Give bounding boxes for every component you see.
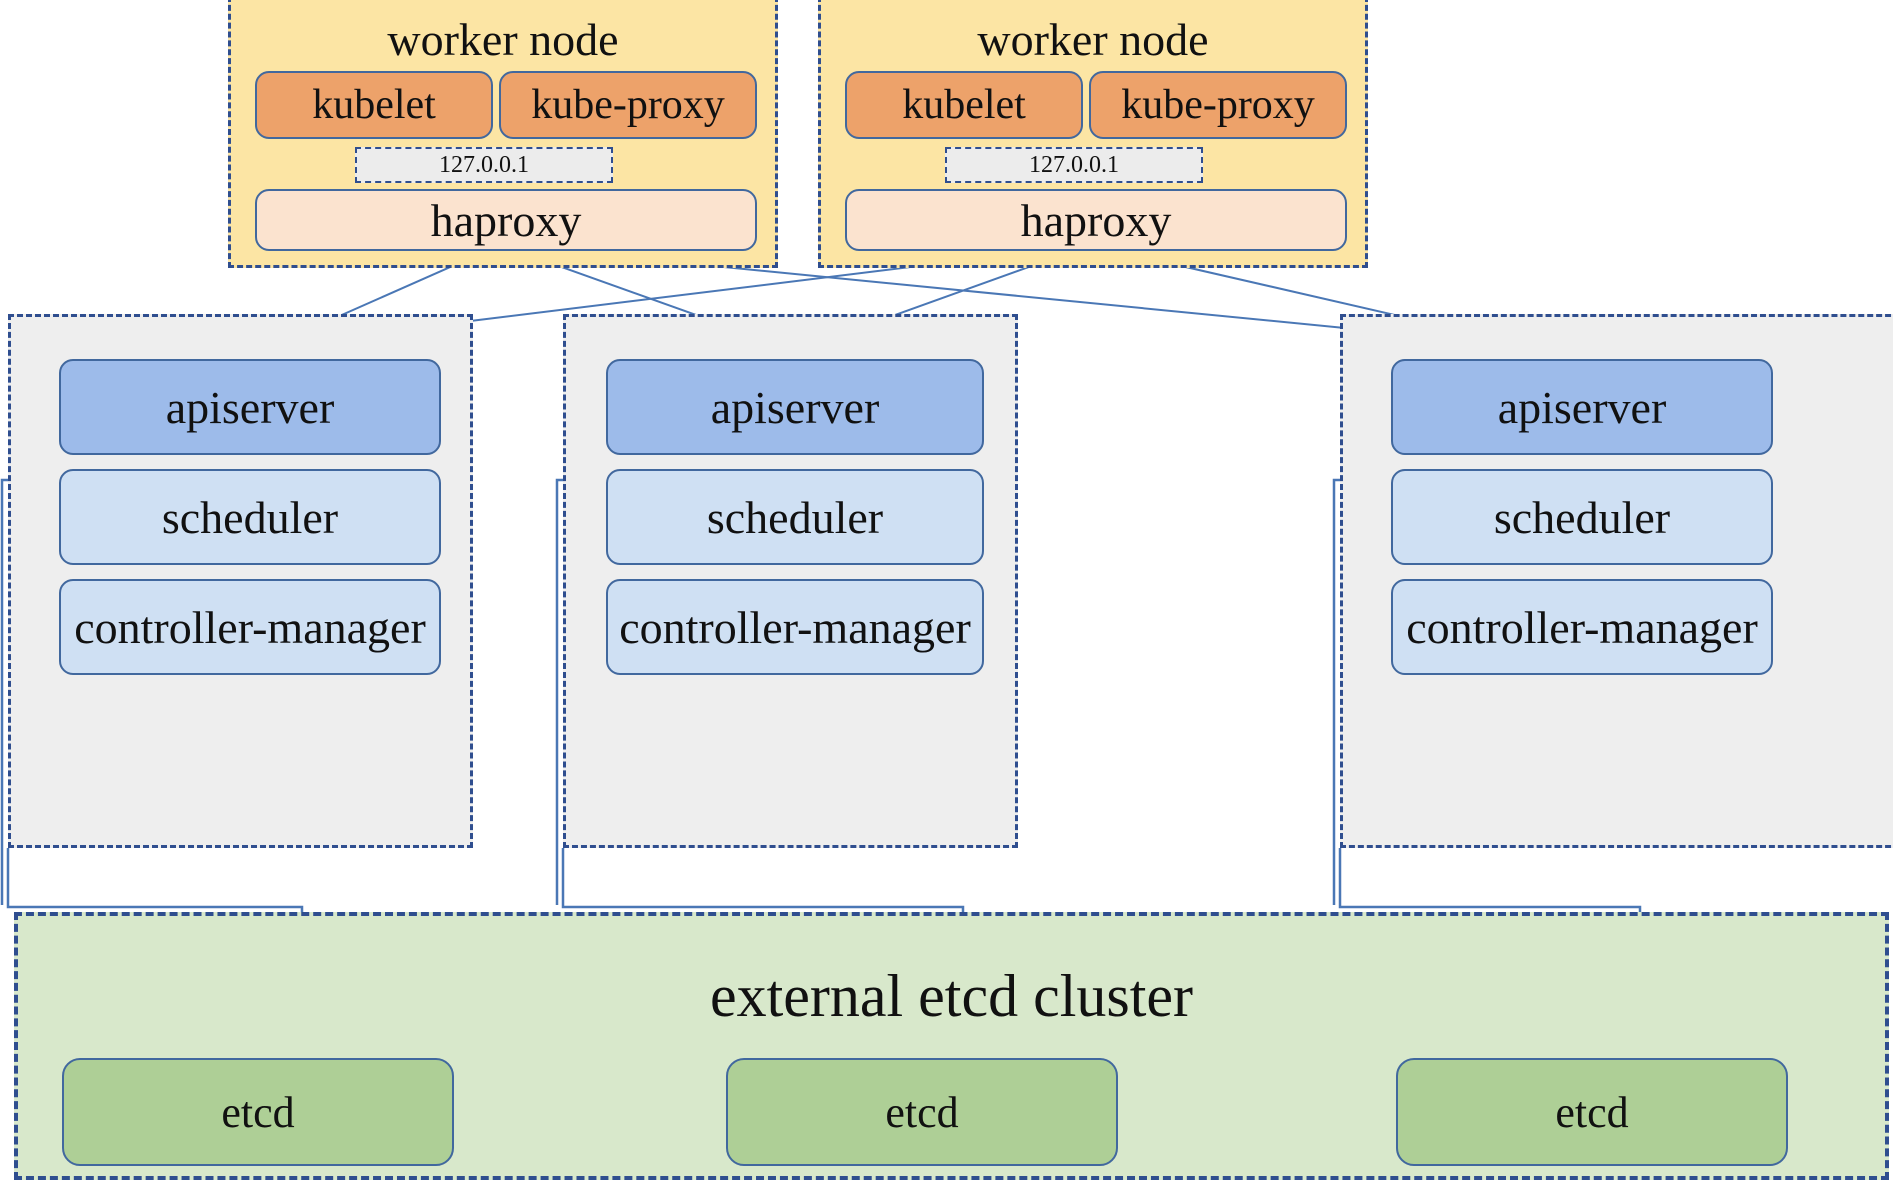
worker-node-2-title: worker node (977, 14, 1209, 65)
etcd-cluster-title: external etcd cluster (709, 963, 1194, 1029)
control-plane-node-2[interactable]: apiserver scheduler controller-manager (563, 314, 1018, 848)
kube-proxy-box-1[interactable]: kube-proxy (499, 71, 757, 139)
haproxy-box-1[interactable]: haproxy (255, 189, 757, 251)
etcd-member-1[interactable]: etcd (62, 1058, 454, 1166)
worker-node-1-title: worker node (387, 14, 619, 65)
control-plane-node-3[interactable]: apiserver scheduler controller-manager (1340, 314, 1893, 848)
kubelet-box-1[interactable]: kubelet (255, 71, 493, 139)
worker-node-1[interactable]: worker node kubelet kube-proxy 127.0.0.1… (228, 0, 778, 268)
kubelet-box-2[interactable]: kubelet (845, 71, 1083, 139)
scheduler-box-2[interactable]: scheduler (606, 469, 984, 565)
control-plane-node-1[interactable]: apiserver scheduler controller-manager (8, 314, 473, 848)
haproxy-box-2[interactable]: haproxy (845, 189, 1347, 251)
apiserver-box-1[interactable]: apiserver (59, 359, 441, 455)
loopback-address-box-1: 127.0.0.1 (355, 147, 613, 183)
controller-manager-box-2[interactable]: controller-manager (606, 579, 984, 675)
worker-node-2[interactable]: worker node kubelet kube-proxy 127.0.0.1… (818, 0, 1368, 268)
etcd-member-2[interactable]: etcd (726, 1058, 1118, 1166)
apiserver-box-2[interactable]: apiserver (606, 359, 984, 455)
external-etcd-cluster[interactable]: external etcd cluster etcd etcd etcd (14, 912, 1889, 1180)
etcd-member-3[interactable]: etcd (1396, 1058, 1788, 1166)
loopback-address-box-2: 127.0.0.1 (945, 147, 1203, 183)
apiserver-box-3[interactable]: apiserver (1391, 359, 1773, 455)
controller-manager-box-1[interactable]: controller-manager (59, 579, 441, 675)
kube-proxy-box-2[interactable]: kube-proxy (1089, 71, 1347, 139)
scheduler-box-1[interactable]: scheduler (59, 469, 441, 565)
controller-manager-box-3[interactable]: controller-manager (1391, 579, 1773, 675)
scheduler-box-3[interactable]: scheduler (1391, 469, 1773, 565)
